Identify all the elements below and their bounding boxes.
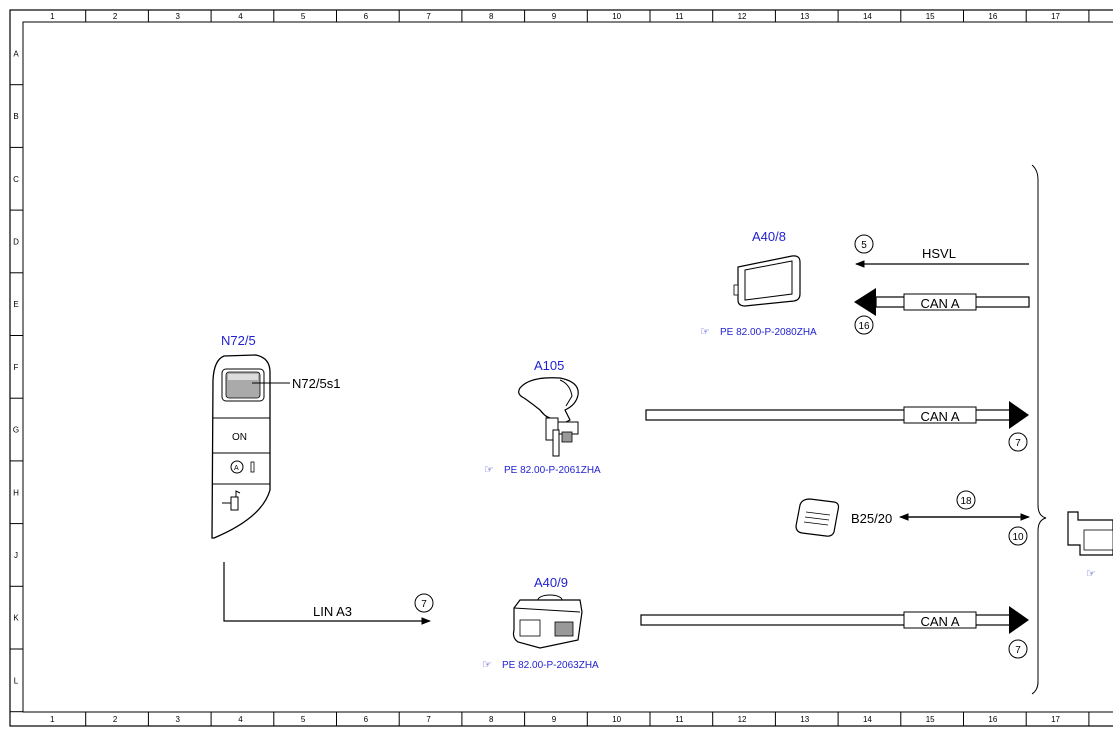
grid-column-label: 13 [800, 12, 809, 21]
grid-row-label: D [13, 237, 19, 246]
a40-8-ref-link[interactable]: PE 82.00-P-2080ZHA [720, 327, 817, 338]
right-ref-icon[interactable]: ☞ [1086, 568, 1096, 580]
b25-20-bubble-bottom [1008, 526, 1028, 546]
grid-column-label: 15 [926, 12, 935, 21]
can-a-bottom-bubble-text: 7 [1015, 645, 1021, 656]
grid-column-label: 7 [426, 12, 431, 21]
can-a-top-connection [854, 288, 1030, 316]
grid-column-label: 9 [552, 12, 557, 21]
b25-20-bubble-top [956, 490, 976, 510]
a40-9-controller[interactable] [512, 594, 583, 649]
grid-column-label: 8 [489, 12, 494, 21]
can-a-top-bubble-text: 16 [858, 321, 870, 332]
a40-9-ref-icon[interactable]: ☞ [482, 659, 492, 671]
a40-9-label: A40/9 [534, 575, 568, 590]
grid-row-label: F [14, 363, 19, 372]
grid-column-label: 10 [612, 715, 621, 724]
grid-row-label: J [14, 551, 18, 560]
auto-mode-icon [230, 460, 244, 474]
b25-20-bubble-bottom-text: 10 [1012, 532, 1024, 543]
drawing-frame [9, 9, 1113, 727]
grid-column-label: 5 [301, 715, 306, 724]
grid-column-label: 3 [176, 12, 181, 21]
b25-20-bubble-top-text: 18 [960, 496, 972, 507]
a105-ref-link[interactable]: PE 82.00-P-2061ZHA [504, 465, 601, 476]
grid-row-label: B [13, 112, 18, 121]
grid-column-label: 15 [926, 715, 935, 724]
a105-label: A105 [534, 358, 564, 373]
a40-8-ref-icon[interactable]: ☞ [700, 326, 710, 338]
grid-column-label: 17 [1051, 12, 1060, 21]
grid-row-labels: A B C D E F G H J K L [10, 49, 23, 713]
grid-column-label: 3 [176, 715, 181, 724]
grid-column-label: 7 [426, 715, 431, 724]
grid-column-label: 5 [301, 12, 306, 21]
bus-brace [1031, 164, 1047, 695]
grid-column-label: 13 [800, 715, 809, 724]
grid-column-label: 6 [364, 12, 369, 21]
grid-column-label: 1 [50, 715, 55, 724]
grid-column-label: 1 [50, 12, 55, 21]
can-a-top-label: CAN A [920, 296, 959, 311]
can-a-mid-label: CAN A [920, 409, 959, 424]
can-a-bottom-label: CAN A [920, 614, 959, 629]
lin-a3-connection [223, 562, 431, 625]
grid-row-label: L [14, 676, 19, 685]
can-a-mid-bubble [1008, 432, 1028, 452]
hsvl-bubble [854, 234, 874, 254]
grid-column-label: 8 [489, 715, 494, 724]
grid-column-label: 14 [863, 12, 872, 21]
grid-column-label: 11 [675, 12, 684, 21]
right-edge-component[interactable] [1067, 511, 1113, 556]
grid-row-label: G [13, 426, 19, 435]
a105-ref-icon[interactable]: ☞ [484, 464, 494, 476]
grid-row-label: A [13, 49, 19, 58]
grid-column-label: 14 [863, 715, 872, 724]
lin-a3-bubble [414, 593, 434, 613]
n72-5-auto-label: A [234, 465, 239, 472]
can-a-bottom-connection [640, 606, 1029, 634]
b25-20-label: B25/20 [851, 511, 892, 526]
n72-5-on-button[interactable]: ON [232, 432, 247, 443]
a40-9-ref-link[interactable]: PE 82.00-P-2063ZHA [502, 660, 599, 671]
can-a-bottom-bubble [1008, 639, 1028, 659]
grid-column-label: 4 [238, 12, 243, 21]
grid-column-label: 12 [738, 12, 747, 21]
hsvl-label: HSVL [922, 246, 956, 261]
n72-5-switch-panel[interactable] [211, 354, 271, 539]
can-a-mid-connection [645, 401, 1029, 429]
b25-20-sensor[interactable] [795, 498, 840, 537]
grid-column-label: 2 [113, 715, 118, 724]
lin-a3-label: LIN A3 [313, 604, 352, 619]
grid-column-label: 16 [988, 715, 997, 724]
a40-8-display-unit[interactable] [733, 255, 801, 307]
grid-column-label: 4 [238, 715, 243, 724]
grid-column-label: 11 [675, 715, 684, 724]
grid-column-label: 9 [552, 715, 557, 724]
grid-column-label: 10 [612, 12, 621, 21]
can-a-top-bubble [854, 315, 874, 335]
seat-adjust-icon [222, 490, 241, 511]
n72-5s1-label: N72/5s1 [292, 376, 340, 391]
can-a-mid-bubble-text: 7 [1015, 438, 1021, 449]
a105-selector-lever[interactable] [518, 377, 579, 457]
hsvl-bubble-text: 5 [861, 240, 867, 251]
grid-column-label: 17 [1051, 715, 1060, 724]
grid-column-label: 16 [988, 12, 997, 21]
grid-row-label: C [13, 175, 19, 184]
grid-row-label: E [13, 300, 18, 309]
grid-row-label: K [13, 614, 19, 623]
grid-row-label: H [13, 488, 19, 497]
lin-a3-bubble-text: 7 [421, 599, 427, 610]
a40-8-label: A40/8 [752, 229, 786, 244]
grid-column-label: 2 [113, 12, 118, 21]
grid-column-label: 6 [364, 715, 369, 724]
n72-5-label: N72/5 [221, 333, 256, 348]
grid-column-label: 12 [738, 715, 747, 724]
